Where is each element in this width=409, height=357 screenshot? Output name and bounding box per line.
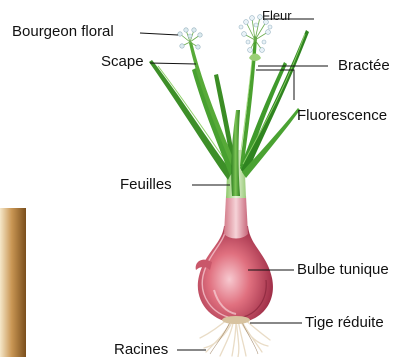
bulb — [196, 196, 273, 323]
label-scape: Scape — [101, 54, 144, 69]
label-bulbe-tunique: Bulbe tunique — [297, 262, 389, 277]
leader-scape — [150, 63, 196, 64]
label-fluorescence: Fluorescence — [297, 108, 387, 123]
leader-bourgeon-floral — [140, 33, 178, 35]
leaves — [149, 30, 309, 196]
label-racines: Racines — [114, 342, 168, 357]
label-fleur: Fleur — [262, 9, 292, 22]
label-feuilles: Feuilles — [120, 177, 172, 192]
label-bourgeon-floral: Bourgeon floral — [12, 24, 114, 39]
soil-strip — [0, 208, 26, 357]
basal-plate — [222, 316, 250, 324]
label-tige-reduite: Tige réduite — [305, 315, 384, 330]
label-bractee: Bractée — [338, 58, 390, 73]
